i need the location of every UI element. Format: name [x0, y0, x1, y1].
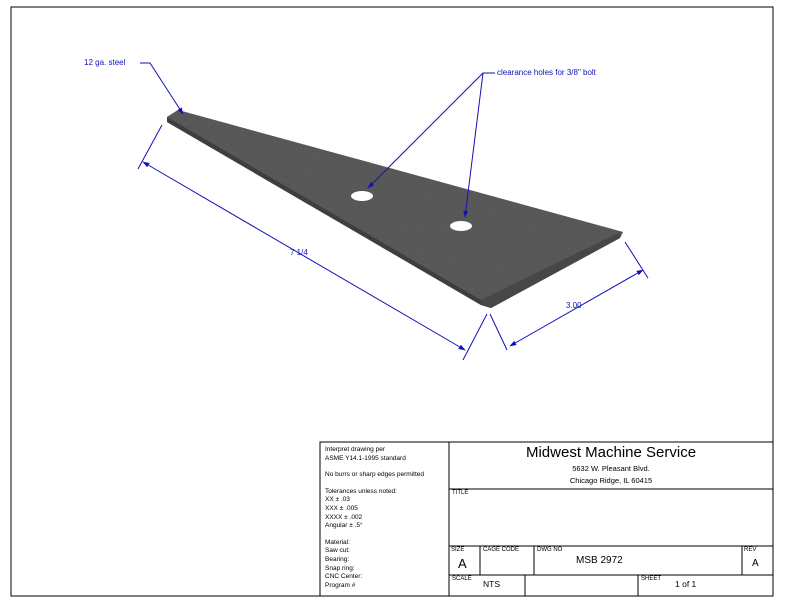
company-address: 5632 W. Pleasant Blvd. — [572, 464, 650, 473]
leader-lines — [140, 62, 495, 218]
note-tolerance-xxxx: XXXX ± .002 — [325, 513, 363, 521]
dimension-lines — [137, 124, 649, 361]
note-material: Material: — [325, 538, 350, 546]
hole-leader-2 — [463, 72, 484, 218]
note-cnc-center: CNC Center: — [325, 573, 363, 581]
title-block-grid — [319, 441, 774, 597]
note-burrs: No burrs or sharp edges permitted — [325, 471, 424, 479]
length-dimension-text: 7 1/4 — [290, 248, 308, 257]
width-dimension-text: 3.00 — [566, 301, 582, 310]
steel-plate — [167, 110, 623, 308]
size-label: SIZE — [451, 547, 465, 553]
width-extension-2 — [624, 241, 649, 279]
drawing-number-label: DWG NO — [537, 547, 563, 553]
note-bearing: Bearing: — [325, 555, 350, 563]
sheet-label: SHEET — [641, 576, 662, 582]
note-saw-cut: Saw cut: — [325, 547, 350, 555]
note-interpret-2: ASME Y14.1-1995 standard — [325, 454, 406, 462]
note-program: Program # — [325, 581, 356, 589]
cage-code-label: CAGE CODE — [483, 547, 520, 553]
company-name: Midwest Machine Service — [525, 444, 697, 461]
revision-label: REV — [744, 547, 757, 553]
material-leader — [140, 62, 184, 115]
size-value: A — [458, 556, 467, 571]
title-label: TITLE — [452, 490, 469, 496]
length-extension-2 — [462, 313, 488, 361]
sheet-value: 1 of 1 — [675, 579, 697, 589]
length-extension-1 — [137, 124, 163, 170]
clearance-hole-2 — [450, 221, 472, 231]
note-tolerance-xx: XX ± .03 — [325, 496, 350, 504]
scale-value: NTS — [483, 579, 500, 589]
drawing-number-value: MSB 2972 — [576, 555, 623, 566]
note-interpret-1: Interpret drawing per — [325, 446, 385, 453]
width-dimension-line — [509, 269, 644, 347]
clearance-hole-1 — [351, 191, 373, 201]
revision-value: A — [752, 558, 759, 569]
company-city: Chicago Ridge, IL 60415 — [569, 476, 653, 485]
note-snap-ring: Snap ring: — [325, 564, 355, 572]
note-tolerance-xxx: XXX ± .005 — [325, 504, 358, 512]
length-dimension-line — [142, 161, 466, 351]
note-tolerance-header: Tolerances unless noted: — [325, 487, 397, 495]
material-callout: 12 ga. steel — [84, 58, 126, 67]
width-extension-1 — [489, 313, 508, 351]
holes-callout: clearance holes for 3/8" bolt — [497, 68, 596, 77]
note-tolerance-angular: Angular ± .5° — [325, 522, 363, 530]
scale-label: SCALE — [452, 576, 472, 582]
general-notes: Interpret drawing per ASME Y14.1-1995 st… — [325, 446, 447, 590]
